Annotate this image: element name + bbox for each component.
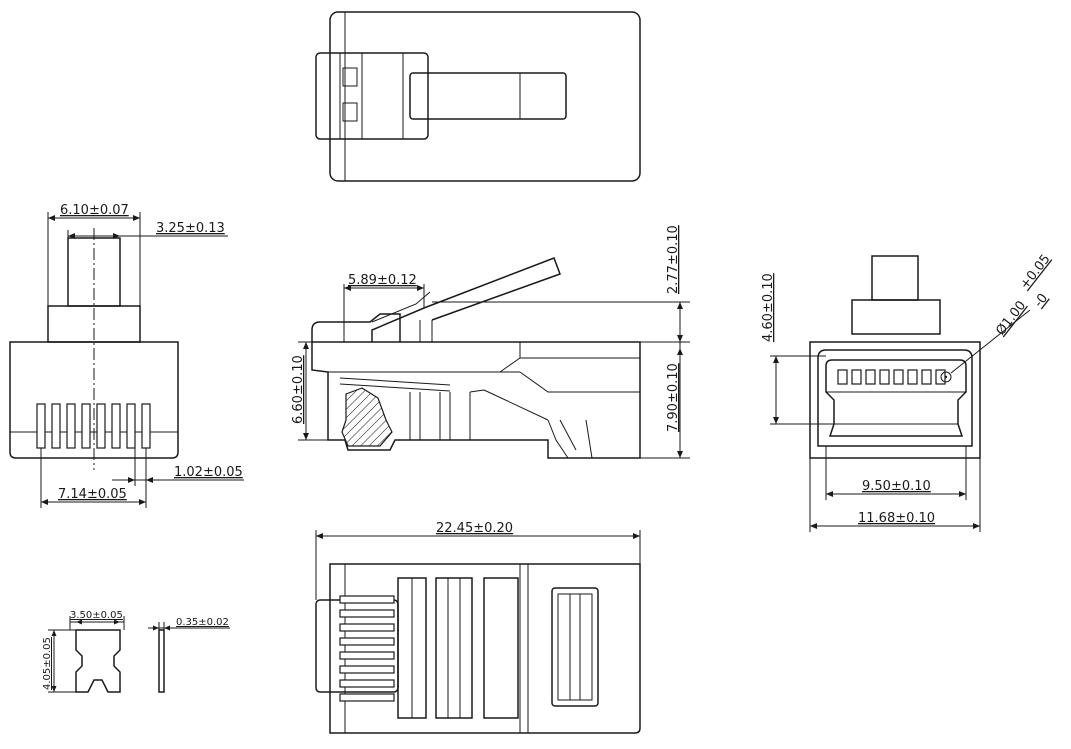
blade-detail: 3.50±0.05 4.05±0.05 0.35±0.02 (42, 610, 230, 693)
front-view: 6.10±0.07 3.25±0.13 1.02±0.05 7.14±0.05 (9, 203, 244, 508)
dim-contact-span: 7.14±0.05 (58, 487, 127, 502)
dim-hole-dia: Ø1.00 (993, 298, 1029, 338)
dim-latch-rise: 2.77±0.10 (666, 225, 681, 294)
end-view: Ø1.00 +0.05 -0 4.60±0.10 9.50±0.10 11.68… (761, 252, 1054, 532)
dim-front-width: 6.10±0.07 (60, 203, 129, 218)
dim-blade-width: 3.50±0.05 (70, 610, 123, 621)
side-view: 5.89±0.12 2.77±0.10 7.90±0.10 6.60±0.10 (291, 225, 690, 459)
dim-opening-height: 4.60±0.10 (761, 273, 776, 342)
dim-contact-pitch: 1.02±0.05 (174, 465, 243, 480)
bottom-contacts (339, 595, 395, 702)
dim-latch-offset: 3.25±0.13 (156, 221, 225, 236)
blade-edge (158, 629, 165, 693)
dim-hole-tol-plus: +0.05 (1017, 252, 1053, 293)
dim-overall-length: 22.45±0.20 (436, 521, 513, 536)
end-contacts (837, 369, 946, 385)
dim-blade-height: 4.05±0.05 (42, 637, 53, 690)
dim-body-height: 7.90±0.10 (666, 363, 681, 432)
dim-latch-position: 5.89±0.12 (348, 273, 417, 288)
dim-opening-width: 9.50±0.10 (862, 479, 931, 494)
dim-hole-tol-minus: -0 (1031, 291, 1051, 310)
bottom-view: 22.45±0.20 (315, 521, 641, 734)
dim-overall-width: 11.68±0.10 (858, 511, 935, 526)
top-view (315, 11, 641, 182)
dim-side-height: 6.60±0.10 (291, 355, 306, 424)
reference-hole (940, 371, 952, 383)
dim-blade-thickness: 0.35±0.02 (176, 617, 229, 628)
